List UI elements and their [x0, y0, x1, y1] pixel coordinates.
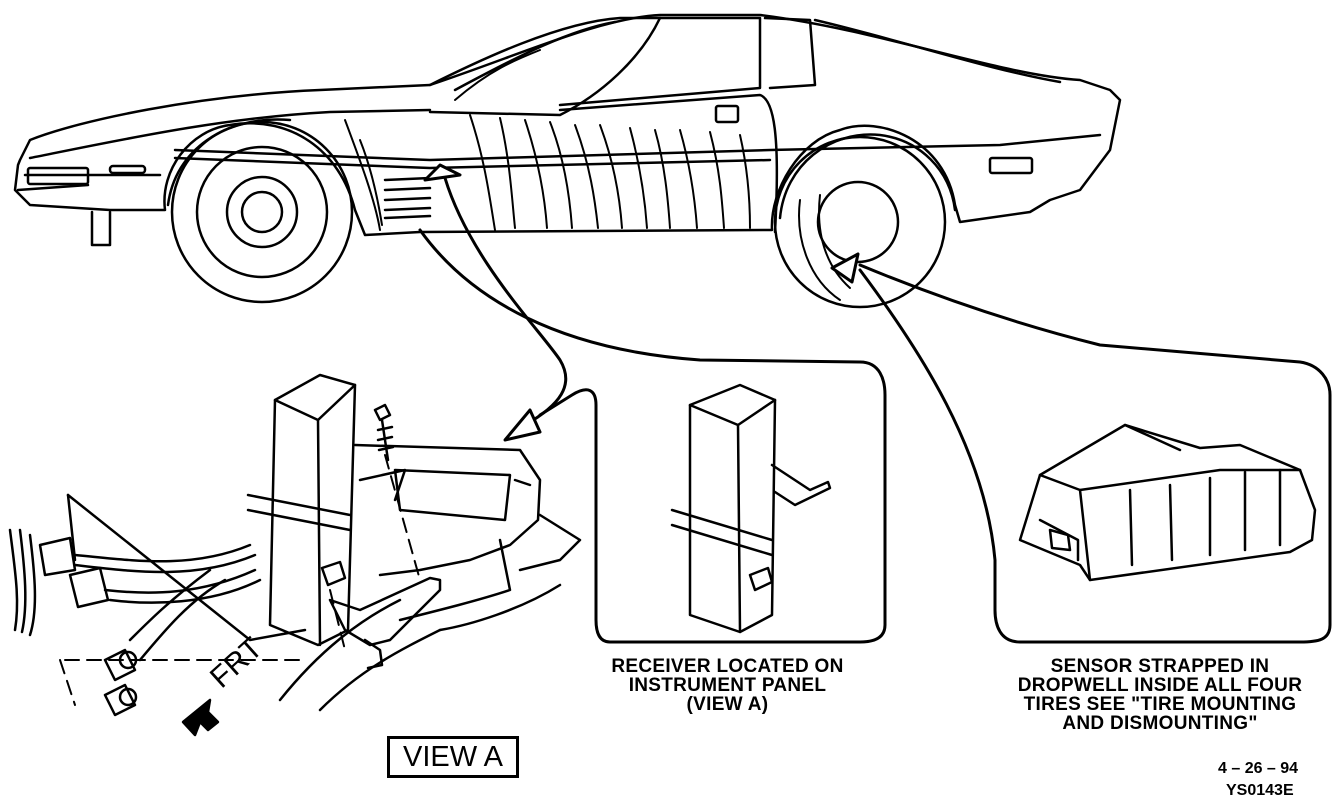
view-a-detail — [8, 373, 582, 737]
sensor-caption-line-4: AND DISMOUNTING" — [1062, 713, 1258, 734]
sensor-callout-arrow — [858, 263, 1332, 644]
sensor-detail — [1018, 423, 1317, 582]
view-a-label: VIEW A — [387, 736, 519, 778]
front-wheel — [166, 118, 354, 304]
sensor-caption-line-1: SENSOR STRAPPED IN — [1050, 656, 1270, 677]
receiver-caption-line-1: RECEIVER LOCATED ON — [611, 656, 844, 677]
figure-code: YS0143E — [1226, 782, 1294, 799]
receiver-caption-line-2: INSTRUMENT PANEL — [628, 675, 827, 696]
receiver-detail — [670, 383, 832, 634]
date-stamp: 4 – 26 – 94 — [1218, 760, 1299, 777]
side-window — [558, 16, 762, 107]
receiver-caption: RECEIVER LOCATED ON INSTRUMENT PANEL (VI… — [590, 657, 865, 714]
wiring-harness — [8, 493, 307, 662]
front-spoiler — [90, 210, 112, 247]
sensor-caption-line-2: DROPWELL INSIDE ALL FOUR — [1017, 675, 1303, 696]
door-handle — [714, 104, 740, 124]
sensor-caption-line-3: TIRES SEE "TIRE MOUNTING — [1023, 694, 1297, 715]
rear-marker-light — [988, 156, 1034, 175]
front-marker-light — [26, 166, 90, 186]
front-arrow-icon — [181, 698, 220, 737]
car-illustration — [13, 13, 1122, 309]
receiver-caption-line-3: (VIEW A) — [686, 694, 769, 715]
body-shading — [344, 49, 751, 231]
receiver-callout-arrow — [443, 176, 568, 427]
door-outline — [558, 93, 779, 234]
windshield — [428, 16, 662, 117]
side-vents — [383, 176, 432, 220]
callout-arrows — [418, 163, 1332, 644]
sensor-caption: SENSOR STRAPPED IN DROPWELL INSIDE ALL F… — [1000, 657, 1320, 733]
rear-wheel — [773, 133, 957, 309]
